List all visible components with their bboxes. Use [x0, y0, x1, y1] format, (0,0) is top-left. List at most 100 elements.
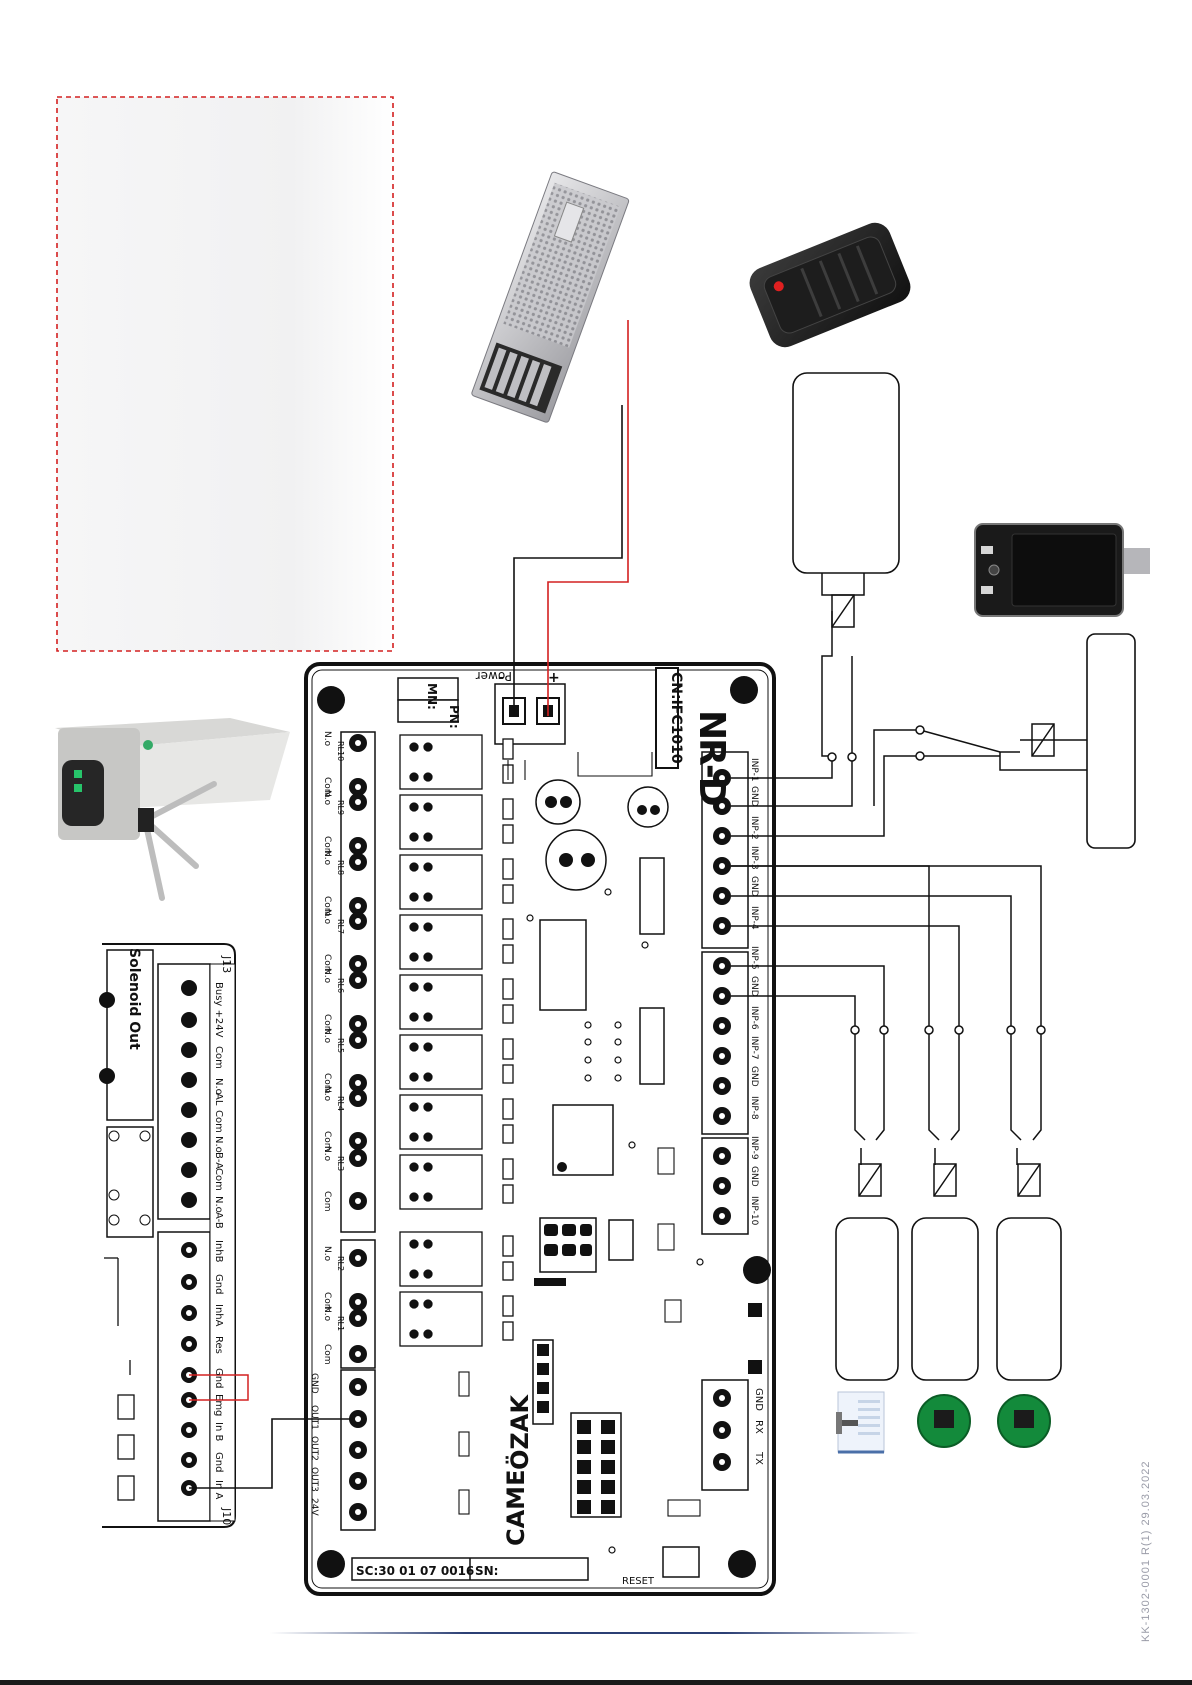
contact-node — [1036, 1025, 1046, 1035]
button-module-box — [835, 1217, 899, 1381]
solenoid-header: Solenoid Out — [126, 948, 142, 1050]
board-sc-label: SC:30 01 07 0016 — [356, 1564, 474, 1578]
relay-com-label: Com — [322, 1014, 332, 1035]
input-label: INP-5 — [749, 946, 759, 970]
wire-power-black — [513, 405, 623, 716]
input-wiring — [731, 573, 1087, 1165]
sensor-module-icon — [917, 1394, 971, 1448]
serial-label: GND — [753, 1388, 764, 1411]
sensor-module-box-2 — [996, 1217, 1062, 1381]
input-label: INP-1 — [749, 758, 759, 782]
j10-pin-label: Gnd — [213, 1274, 224, 1294]
face-terminal-icon — [974, 523, 1150, 617]
relay-coil-symbol — [1017, 1163, 1041, 1197]
relay-name-label: RL2 — [336, 1256, 345, 1271]
relay-com-label: Com — [322, 1131, 332, 1152]
relay-name-label: RL1 — [336, 1316, 345, 1331]
relay-no-label: N.o — [322, 790, 332, 806]
output-label: 24V — [309, 1498, 319, 1516]
relay-no-label: N.o — [322, 1028, 332, 1044]
relay-name-label: RL4 — [336, 1096, 345, 1111]
board-cn-label: CN:IFC1010 — [668, 672, 684, 764]
relay-no-label: N.o — [322, 1246, 332, 1262]
relay-no-label: N.o — [322, 1146, 332, 1162]
j13-pin-label: Com — [213, 1168, 224, 1191]
input-label: GND — [749, 876, 759, 897]
contact-node — [915, 751, 925, 761]
relay-no-label: N.o — [322, 1306, 332, 1322]
relay-com-label: Com — [322, 1344, 332, 1365]
j13-pin-label: A-B — [213, 1212, 224, 1229]
wire-power-red — [547, 320, 629, 716]
j13-pin-label: Com — [213, 1046, 224, 1069]
input-label: GND — [749, 976, 759, 997]
power-plus-label: + — [548, 670, 560, 686]
j10-pin-label: Res — [213, 1336, 224, 1354]
turnstile-icon — [55, 718, 290, 901]
sensor-module-box-1 — [911, 1217, 979, 1381]
relay-name-label: RL6 — [336, 978, 345, 993]
input-label: INP-3 — [749, 846, 759, 870]
placeholder-frame — [56, 96, 394, 652]
j10-pin-label: In A — [213, 1480, 224, 1499]
input-label: INP-2 — [749, 816, 759, 840]
relay-coil-symbol — [933, 1163, 957, 1197]
j10-label: J10 — [220, 1507, 233, 1525]
contact-node — [827, 752, 837, 762]
input-label: GND — [749, 1066, 759, 1087]
relay-coil-symbol — [831, 594, 855, 628]
power-minus-label: - — [498, 670, 504, 686]
relay-no-label: N.o — [322, 850, 332, 866]
contact-node — [850, 1025, 860, 1035]
reader-module-box — [792, 372, 900, 574]
j10-pin-label: Gnd — [213, 1368, 224, 1388]
brand-came: CAME — [502, 1470, 530, 1546]
relay-name-label: RL9 — [336, 800, 345, 815]
brand-ozak: ÖZAK — [504, 1394, 534, 1470]
relay-name-label: RL10 — [336, 741, 345, 761]
relay-com-label: Com — [322, 836, 332, 857]
contact-node — [847, 752, 857, 762]
relay-no-label: N.o — [322, 731, 332, 747]
j10-pin-label: Gnd — [213, 1452, 224, 1472]
contact-node — [954, 1025, 964, 1035]
relay-no-label: N.o — [322, 909, 332, 925]
j13-pin-label: AL — [213, 1093, 224, 1106]
turnstile-board — [99, 943, 249, 1528]
footer-rule — [270, 1632, 920, 1634]
j13-pin-label: Com — [213, 1110, 224, 1133]
reset-label: RESET — [622, 1576, 655, 1587]
j13-label: J13 — [220, 955, 233, 973]
relay-com-label: Com — [322, 1292, 332, 1313]
j13-pin-label: B-A — [213, 1152, 224, 1169]
relay-com-label: Com — [322, 1191, 332, 1212]
relay-name-label: RL8 — [336, 860, 345, 875]
exit-button-icon — [836, 1391, 885, 1454]
serial-label: RX — [753, 1420, 764, 1434]
relay-name-label: RL3 — [336, 1156, 345, 1171]
board-sn-label: SN: — [475, 1564, 498, 1578]
contact-node — [915, 725, 925, 735]
output-label: GND — [309, 1373, 319, 1394]
input-label: INP-10 — [749, 1196, 759, 1226]
output-label: OUT3 — [309, 1467, 319, 1492]
contact-node — [879, 1025, 889, 1035]
input-label: GND — [749, 1166, 759, 1187]
card-reader-icon — [749, 222, 911, 348]
j10-pin-label: In B — [213, 1422, 224, 1441]
power-label: Power — [476, 669, 512, 683]
serial-label: TX — [753, 1451, 764, 1465]
relay-com-label: Com — [322, 1073, 332, 1094]
input-label: GND — [749, 786, 759, 807]
input-label: INP-6 — [749, 1006, 759, 1030]
j10-pin-label: Emg — [213, 1394, 224, 1416]
j13-pin-label: N.o — [213, 1136, 224, 1153]
input-label: INP-7 — [749, 1036, 759, 1060]
j13-pin-label: Busy +24V — [213, 982, 224, 1038]
j13-pin-label: N.o — [213, 1078, 224, 1095]
main-controller-board — [304, 662, 776, 1596]
j13-pin-label: N.o — [213, 1196, 224, 1213]
power-supply-icon — [471, 171, 630, 423]
input-label: INP-9 — [749, 1136, 759, 1160]
input-label: INP-8 — [749, 1096, 759, 1120]
